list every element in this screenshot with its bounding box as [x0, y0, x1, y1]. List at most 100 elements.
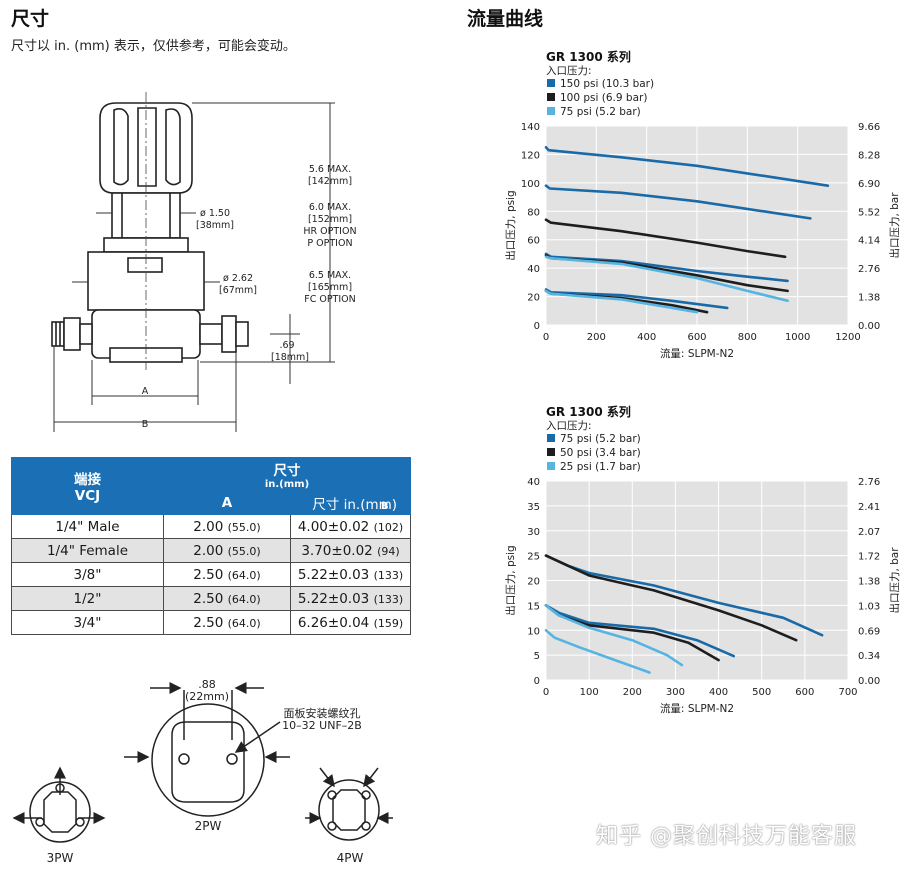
y2-tick-label: 0.00 — [858, 321, 880, 332]
dim-6-5-line3: FC OPTION — [304, 294, 356, 305]
y2-tick-label: 5.52 — [858, 207, 880, 218]
legend-swatch — [547, 107, 555, 115]
dim-6-5-line2: [165mm] — [308, 282, 352, 293]
flow-curve-title: 流量曲线 — [467, 8, 544, 30]
panel-mount-drawings: .88 (22mm) 面板安装螺纹孔 10–32 UNF–2B 3PW 2PW … — [12, 678, 393, 865]
x-tick-label: 200 — [587, 332, 606, 343]
x-tick-label: 100 — [580, 687, 599, 698]
legend-swatch — [547, 462, 555, 470]
dim-6-5-line1: 6.5 MAX. — [309, 270, 351, 281]
y2-tick-label: 4.14 — [858, 236, 880, 247]
label-2pw: 2PW — [195, 819, 222, 833]
x-tick-label: 300 — [666, 687, 685, 698]
table-header-b: 尺寸 in.(mm)B — [290, 490, 411, 515]
x-axis-label: 流量: SLPM-N2 — [660, 347, 734, 360]
legend-swatch — [547, 434, 555, 442]
legend-entry: 100 psi (6.9 bar) — [560, 92, 647, 104]
series-line — [544, 255, 789, 303]
regulator-drawing: 5.6 MAX. [142mm] 6.0 MAX. [152mm] HR OPT… — [51, 92, 357, 432]
x-tick-label: 800 — [738, 332, 757, 343]
table-row: 3/4" 2.50 (64.0) 6.26±0.04 (159) — [11, 610, 411, 635]
y2-tick-label: 1.72 — [858, 552, 880, 563]
y2-tick-label: 9.66 — [858, 122, 880, 133]
x-tick-label: 600 — [687, 332, 706, 343]
x-tick-label: 700 — [838, 687, 857, 698]
y2-tick-label: 2.76 — [858, 264, 880, 275]
dim-label-a: A — [142, 386, 149, 397]
legend-swatch — [547, 79, 555, 87]
y-tick-label: 80 — [527, 207, 540, 218]
y2-axis-label: 出口压力, bar — [888, 192, 900, 259]
y2-axis-label: 出口压力, bar — [888, 547, 900, 614]
y-tick-label: 0 — [534, 321, 540, 332]
y-axis-label: 出口压力, psig — [504, 545, 517, 615]
table-row: 1/4" Male 2.00 (55.0) 4.00±0.02 (102) — [11, 514, 411, 539]
dia-2-62-line2: [67mm] — [219, 285, 257, 296]
legend-swatch — [547, 93, 555, 101]
dimensions-subtitle: 尺寸以 in. (mm) 表示，仅供参考，可能会变动。 — [11, 39, 296, 54]
table-header-size: 尺寸 in.(mm) — [163, 457, 411, 491]
hole-spacing-line2: (22mm) — [185, 690, 229, 703]
y-tick-label: 100 — [521, 179, 540, 190]
y-axis-label: 出口压力, psig — [504, 190, 517, 260]
hole-note-line1: 面板安装螺纹孔 — [284, 706, 361, 720]
y-tick-label: 40 — [527, 477, 540, 488]
y2-tick-label: 2.76 — [858, 477, 880, 488]
y2-tick-label: 6.90 — [858, 179, 880, 190]
x-tick-label: 0 — [543, 687, 549, 698]
legend-swatch — [547, 448, 555, 456]
legend-title: 入口压力: — [546, 419, 592, 432]
y-tick-label: 60 — [527, 236, 540, 247]
legend-entry: 25 psi (1.7 bar) — [560, 461, 641, 473]
x-tick-label: 600 — [795, 687, 814, 698]
hole-spacing-line1: .88 — [198, 678, 216, 691]
y-tick-label: 0 — [534, 676, 540, 687]
dim-6-0-line4: P OPTION — [307, 238, 352, 249]
dim-69-line2: [18mm] — [271, 352, 309, 363]
y2-tick-label: 2.07 — [858, 527, 880, 538]
y-tick-label: 140 — [521, 122, 540, 133]
legend-entry: 150 psi (10.3 bar) — [560, 78, 654, 90]
label-4pw: 4PW — [337, 851, 364, 865]
table-row: 1/2" 2.50 (64.0) 5.22±0.03 (133) — [11, 586, 411, 611]
y-tick-label: 10 — [527, 626, 540, 637]
dim-6-0-line3: HR OPTION — [303, 226, 356, 237]
y2-tick-label: 0.34 — [858, 651, 880, 662]
series-line — [544, 218, 787, 259]
watermark-text: 知乎 @聚创科技万能客服 — [596, 824, 857, 849]
y-tick-label: 40 — [527, 264, 540, 275]
series-line — [544, 604, 735, 658]
y-tick-label: 20 — [527, 577, 540, 588]
series-line — [544, 604, 684, 667]
y2-tick-label: 2.41 — [858, 502, 880, 513]
legend-title: 入口压力: — [546, 64, 592, 77]
series-line — [544, 146, 830, 187]
y2-tick-label: 0.00 — [858, 676, 880, 687]
y-tick-label: 30 — [527, 527, 540, 538]
dim-6-0-line2: [152mm] — [308, 214, 352, 225]
y2-tick-label: 8.28 — [858, 150, 880, 161]
y2-tick-label: 1.38 — [858, 577, 880, 588]
y2-tick-label: 1.03 — [858, 601, 880, 612]
y2-tick-label: 1.38 — [858, 293, 880, 304]
x-tick-label: 1200 — [835, 332, 860, 343]
y-tick-label: 35 — [527, 502, 540, 513]
dim-label-b: B — [142, 419, 149, 430]
x-tick-label: 0 — [543, 332, 549, 343]
label-3pw: 3PW — [47, 851, 74, 865]
hole-note-line2: 10–32 UNF–2B — [282, 719, 362, 732]
dia-2-62-line1: ø 2.62 — [223, 273, 253, 284]
table-row: 1/4" Female 2.00 (55.0) 3.70±0.02 (94) — [11, 538, 411, 563]
legend-entry: 75 psi (5.2 bar) — [560, 433, 641, 445]
dim-6-0-line1: 6.0 MAX. — [309, 202, 351, 213]
y-tick-label: 120 — [521, 150, 540, 161]
table-row: 3/8" 2.50 (64.0) 5.22±0.03 (133) — [11, 562, 411, 587]
y-tick-label: 20 — [527, 293, 540, 304]
legend-entry: 50 psi (3.4 bar) — [560, 447, 641, 459]
x-tick-label: 400 — [709, 687, 728, 698]
y2-tick-label: 0.69 — [858, 626, 880, 637]
